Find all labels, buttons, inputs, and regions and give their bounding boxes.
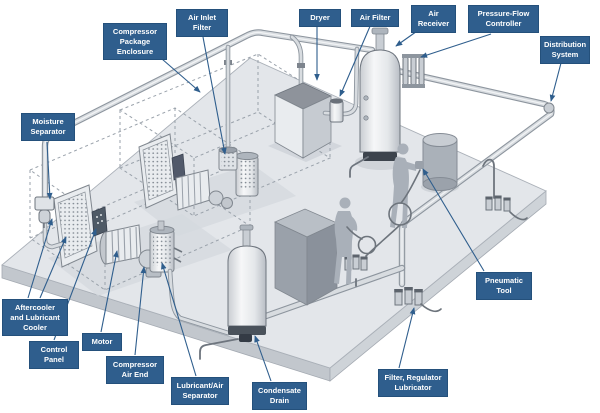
label-aftercooler-and-lubricant-cooler: Aftercooler and Lubricant Cooler xyxy=(2,299,68,337)
leader-arrow-pneumatic-tool xyxy=(422,168,485,272)
aftercooler-radiator xyxy=(53,184,98,268)
label-compressor-package-enclosure: Compressor Package Enclosure xyxy=(103,23,167,61)
label-air-filter: Air Filter xyxy=(351,9,399,27)
condensate-drain-valve xyxy=(199,334,252,360)
control-panel-box xyxy=(91,206,108,237)
worker-with-pneumatic-tool xyxy=(390,143,424,228)
label-filter-regulator-lubricator: Filter, Regulator Lubricator xyxy=(378,369,448,397)
leader-arrow-condensate-drain xyxy=(254,335,272,382)
label-moisture-separator: Moisture Separator xyxy=(21,113,75,141)
air-inlet-filter-canister xyxy=(218,146,238,171)
label-leader-arrows xyxy=(27,23,562,382)
moisture-separator-unit xyxy=(34,196,55,228)
leader-arrow-compressor-air-end xyxy=(134,266,147,356)
distribution-pipe-right xyxy=(398,71,554,284)
leader-arrow-pressure-flow-controller xyxy=(420,33,492,58)
label-control-panel: Control Panel xyxy=(29,341,79,369)
label-motor: Motor xyxy=(82,333,122,351)
label-pressure-flow-controller: Pressure-Flow Controller xyxy=(468,5,539,33)
compressor-unit-front xyxy=(53,184,183,278)
label-compressor-air-end: Compressor Air End xyxy=(106,356,164,384)
condensate-tank xyxy=(199,224,267,360)
leader-arrow-moisture-separator xyxy=(46,141,53,200)
leader-arrow-distribution-system xyxy=(549,62,562,102)
label-pneumatic-tool: Pneumatic Tool xyxy=(476,272,532,300)
leader-arrow-aftercooler-and-lubricant-cooler xyxy=(39,236,67,299)
equipment-cabinet xyxy=(274,208,338,306)
label-air-receiver: Air Receiver xyxy=(411,5,456,33)
leader-arrow-aftercooler-and-lubricant-cooler xyxy=(27,218,53,299)
inlet-overhead-pipe xyxy=(45,32,372,247)
dryer-unit xyxy=(274,82,332,159)
label-dryer: Dryer xyxy=(299,9,341,27)
pressure-flow-controller-manifold xyxy=(402,54,425,88)
label-condensate-drain: Condensate Drain xyxy=(252,382,307,410)
leader-arrow-motor xyxy=(100,250,119,333)
leader-arrow-air-inlet-filter xyxy=(202,36,227,155)
label-lubricant-air-separator: Lubricant/Air Separator xyxy=(171,377,229,405)
compressor-unit-rear xyxy=(138,133,259,211)
air-filter-canister xyxy=(325,49,357,123)
air-hose-right xyxy=(400,169,421,204)
leader-arrow-lubricant-air-separator xyxy=(161,262,197,377)
storage-drum xyxy=(422,133,458,191)
lubricant-air-separator-tank-front xyxy=(149,220,183,273)
lubricant-air-separator-tank-rear xyxy=(235,151,259,197)
leader-arrow-compressor-package-enclosure xyxy=(161,58,201,93)
leader-arrow-air-filter xyxy=(339,23,372,97)
air-receiver-tank xyxy=(349,27,401,178)
frl-station-mid xyxy=(482,158,528,221)
leader-arrow-filter-regulator-lubricator xyxy=(398,307,416,369)
label-air-inlet-filter: Air Inlet Filter xyxy=(176,9,228,37)
frl-station-front xyxy=(394,287,442,313)
label-distribution-system: Distribution System xyxy=(540,36,590,64)
